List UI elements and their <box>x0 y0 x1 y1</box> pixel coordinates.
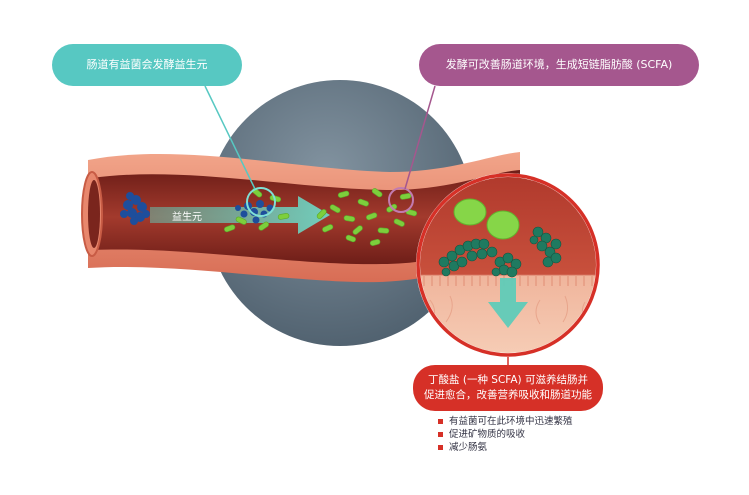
bullet-square-icon <box>438 432 443 437</box>
callout-scfa: 发酵可改善肠道环境，生成短链脂肪酸 (SCFA) <box>419 44 699 86</box>
leader-line-left <box>204 85 256 190</box>
benefit-item: 有益菌可在此环境中迅速繁殖 <box>438 415 573 428</box>
callout-scfa-text: 发酵可改善肠道环境，生成短链脂肪酸 (SCFA) <box>445 58 673 72</box>
callout-butyrate-line1: 丁酸盐 (一种 SCFA) 可滋养结肠并 <box>428 373 588 386</box>
focus-ring-left <box>246 187 276 217</box>
benefit-item: 促进矿物质的吸收 <box>438 428 573 441</box>
leader-line-right <box>404 85 436 190</box>
focus-ring-right <box>388 187 414 213</box>
absorption-arrow <box>488 278 528 328</box>
callout-butyrate-line2: 促进愈合，改善营养吸收和肠道功能 <box>424 389 592 401</box>
benefit-list: 有益菌可在此环境中迅速繁殖 促进矿物质的吸收 减少肠氨 <box>438 415 573 454</box>
zoom-circle <box>416 173 600 357</box>
callout-fermentation: 肠道有益菌会发酵益生元 <box>52 44 242 86</box>
bullet-square-icon <box>438 445 443 450</box>
callout-butyrate: 丁酸盐 (一种 SCFA) 可滋养结肠并 促进愈合，改善营养吸收和肠道功能 <box>413 365 603 411</box>
callout-fermentation-text: 肠道有益菌会发酵益生元 <box>86 58 208 72</box>
zoom-bacteria-dark <box>438 226 562 278</box>
prebiotic-arrow-label: 益生元 <box>172 212 202 223</box>
bullet-square-icon <box>438 419 443 424</box>
zoom-bacteria-green <box>453 198 520 240</box>
benefit-item: 减少肠氨 <box>438 441 573 454</box>
villi <box>423 275 593 286</box>
intestine-opening-inner <box>88 180 100 248</box>
flow-arrow <box>150 196 330 234</box>
prebiotic-cluster <box>120 192 274 225</box>
